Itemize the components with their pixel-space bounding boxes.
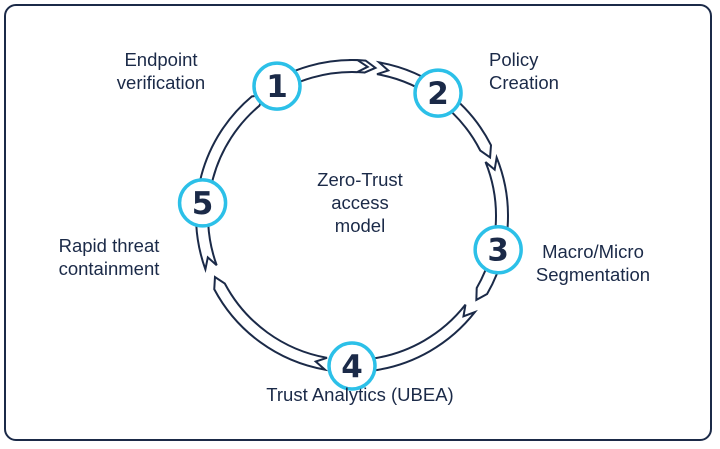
step-3-label: Macro/Micro Segmentation [518,240,668,286]
step-3-node: 3 [473,224,523,275]
step-4-label: Trust Analytics (UBEA) [220,383,500,406]
step-label-line: Trust Analytics (UBEA) [266,384,454,405]
step-4-node: 4 [327,341,377,391]
step-node-circle [327,341,377,391]
step-number: 2 [427,76,449,112]
step-node-circle [252,61,302,111]
step-1-label: Endpoint verification [96,48,226,94]
step-label-line: Policy [489,49,539,70]
step-label-line: Segmentation [535,264,651,285]
step-label-line: verification [116,72,206,93]
step-5-label: Rapid threat containment [40,234,178,280]
step-number: 3 [487,233,509,269]
step-label-line: Macro/Micro [542,241,644,262]
step-label-line: containment [58,258,160,279]
center-title-line: Zero-Trust [317,169,403,190]
center-title: Zero-Trust access model [280,168,440,237]
center-title-line: access [331,192,389,213]
step-label-line: Endpoint [124,49,198,70]
step-2-label: Policy Creation [489,48,559,94]
cycle-arrow-segment [213,275,329,372]
step-number: 5 [192,186,214,222]
cycle-nodes: 1 2 3 4 5 [177,61,523,391]
step-number: 1 [266,69,288,105]
step-node-circle [177,178,228,228]
diagram-frame [4,4,712,441]
center-title-line: model [334,215,386,236]
step-label-line: Creation [489,72,559,93]
step-2-node: 2 [413,68,463,118]
step-5-node: 5 [177,178,228,228]
step-label-line: Rapid threat [58,235,160,256]
step-number: 4 [341,349,363,385]
step-node-circle [473,224,523,275]
step-1-node: 1 [252,61,302,111]
step-node-circle [413,68,463,118]
cycle-arrow-segment [360,304,478,372]
